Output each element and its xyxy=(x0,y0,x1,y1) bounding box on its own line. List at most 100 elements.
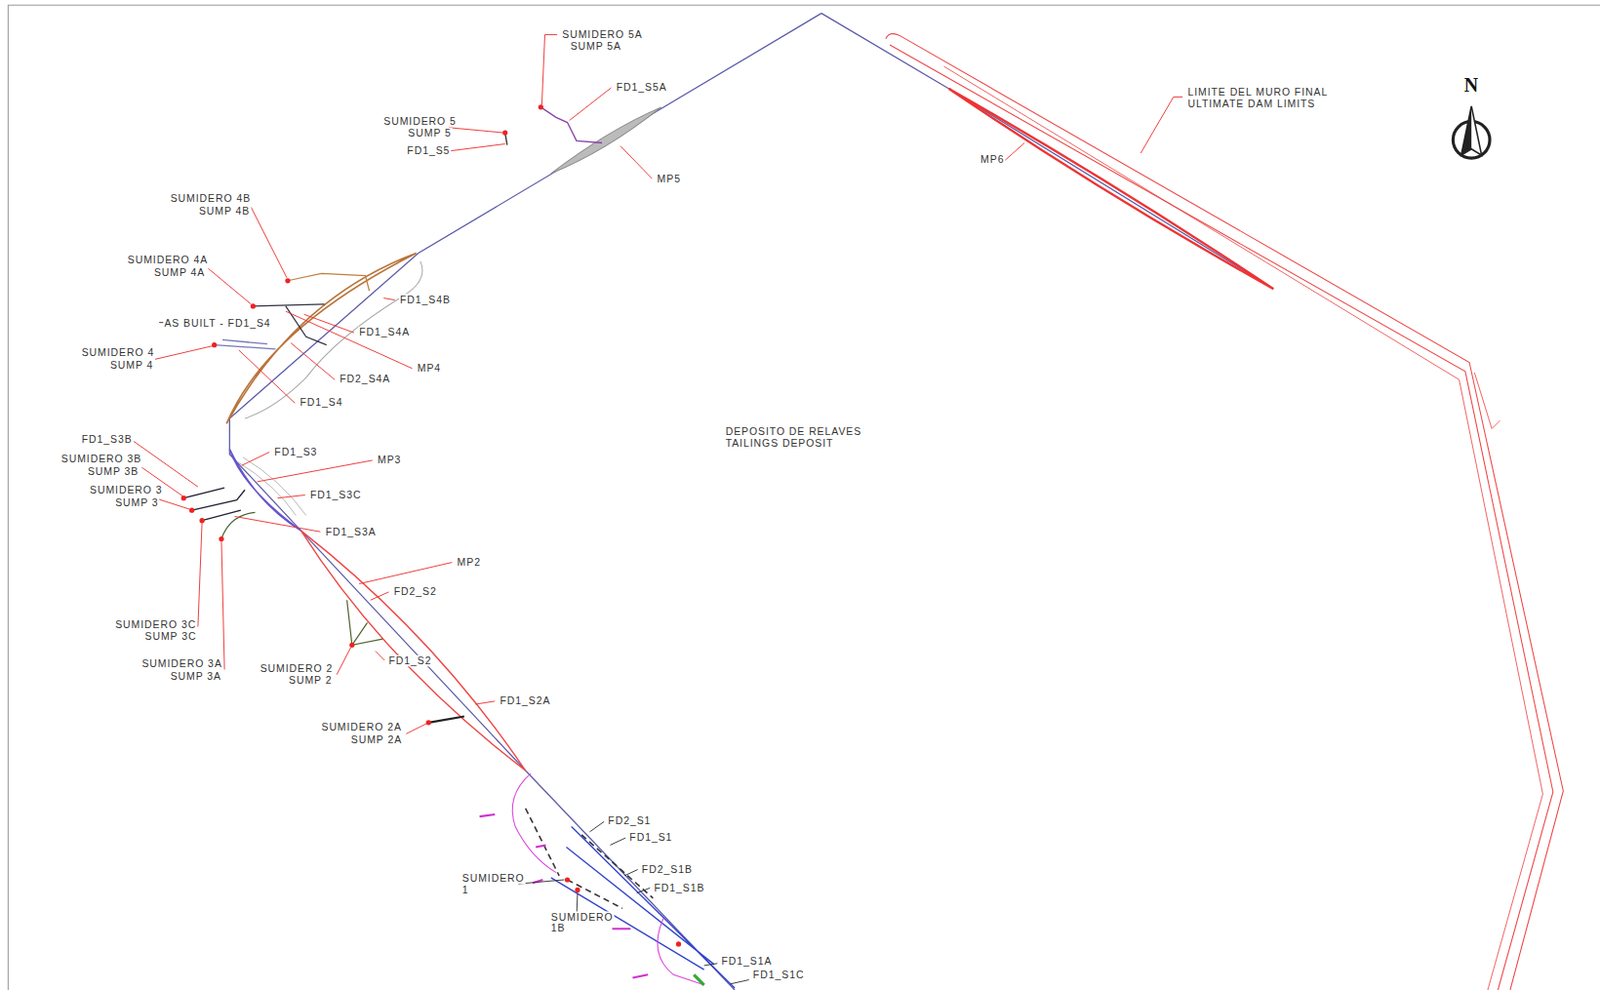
map-label: SUMIDERO 3 xyxy=(88,484,164,497)
sump-point xyxy=(676,941,681,947)
map-label: SUMP 4A xyxy=(153,266,206,279)
map-label: SUMIDERO 4B xyxy=(169,193,253,205)
leader-line xyxy=(250,206,287,278)
leader-line xyxy=(475,701,495,705)
map-label: SUMIDERO 2A xyxy=(320,721,403,734)
leader-lines xyxy=(159,322,750,985)
map-label: DEPOSITO DE RELAVES xyxy=(724,425,864,438)
leader-line xyxy=(1140,96,1183,154)
mp5-zone xyxy=(551,107,662,174)
map-label: FD1_S3C xyxy=(309,488,363,501)
leader-line xyxy=(590,821,605,832)
map-label: SUMIDERO xyxy=(461,873,526,885)
map-label: AS BUILT - FD1_S4 xyxy=(162,317,272,329)
map-label: MP6 xyxy=(979,154,1005,166)
leader-line xyxy=(620,146,652,179)
map-label: 1 xyxy=(461,883,471,896)
sump-point xyxy=(211,342,217,348)
map-label: SUMIDERO 3A xyxy=(140,658,224,671)
leader-line xyxy=(405,723,427,734)
sump-point xyxy=(218,536,224,542)
map-label: SUMP 2 xyxy=(287,675,333,687)
map-label: MP2 xyxy=(456,556,482,568)
mp4-outline xyxy=(244,261,423,419)
map-label: MP3 xyxy=(376,454,402,467)
map-label: FD1_S1B xyxy=(652,881,706,894)
leader-line xyxy=(239,350,296,403)
sump-symbol xyxy=(693,974,704,985)
drain-line xyxy=(525,808,654,910)
map-label: SUMIDERO xyxy=(550,911,615,923)
map-label: SUMP 3C xyxy=(143,631,198,643)
leader-line xyxy=(155,346,213,360)
mp4-zone xyxy=(226,253,417,425)
leader-line xyxy=(541,35,558,106)
drain-line xyxy=(347,600,384,645)
leader-line xyxy=(241,452,270,467)
leader-line xyxy=(383,298,396,301)
map-label: SUMIDERO 3B xyxy=(60,453,144,466)
map-label: FD1_S1 xyxy=(628,832,674,844)
map-label: FD2_S2 xyxy=(393,586,439,599)
mp3-outline xyxy=(237,457,307,517)
dam-limit-line xyxy=(885,34,1563,990)
map-label: MP4 xyxy=(416,361,442,374)
drain-line xyxy=(287,273,370,291)
leader-line xyxy=(207,268,251,305)
map-label: SUMP 3 xyxy=(114,497,160,510)
leader-line xyxy=(730,980,750,985)
sump-point xyxy=(426,720,432,725)
map-label: FD1_S3 xyxy=(273,445,319,458)
dam-limit-line xyxy=(889,44,1554,990)
north-label: N xyxy=(1463,75,1480,96)
leader-line xyxy=(609,838,626,845)
dam-crest xyxy=(821,13,1274,290)
leader-line xyxy=(637,887,651,893)
map-label: FD1_S3B xyxy=(80,434,134,446)
sump-point xyxy=(199,518,204,523)
mp6-zone xyxy=(949,88,1275,289)
north-arrow xyxy=(1452,106,1490,159)
mp3-zone xyxy=(229,448,301,531)
sump-point xyxy=(574,887,580,893)
map-label: SUMIDERO 5A xyxy=(560,28,644,40)
leader-line xyxy=(235,516,321,532)
leader-line xyxy=(448,127,503,133)
leader-line xyxy=(336,646,352,675)
map-label: SUMP 4 xyxy=(109,359,155,371)
map-label: SUMP 2A xyxy=(350,733,403,746)
map-label: FD2_S1B xyxy=(640,863,694,876)
map-label: FD1_S1C xyxy=(752,969,806,982)
leader-line xyxy=(624,870,639,877)
dam-limit-line xyxy=(943,66,1543,990)
sump-point xyxy=(564,877,570,882)
map-label: FD1_S4B xyxy=(399,293,452,306)
map-label: LIMITE DEL MURO FINAL xyxy=(1186,86,1329,99)
leader-line xyxy=(1004,142,1025,160)
map-label: MP5 xyxy=(656,173,682,186)
leader-line xyxy=(370,592,390,600)
leader-line xyxy=(158,499,190,510)
leader-line xyxy=(221,541,225,671)
map-label: FD1_S4A xyxy=(358,326,411,339)
map-label: SUMP 3B xyxy=(86,465,140,478)
map-label: FD1_S5 xyxy=(405,145,451,158)
sump-points xyxy=(181,104,681,947)
map-label: FD1_S4 xyxy=(298,397,344,409)
leader-line xyxy=(359,562,452,585)
sump-point xyxy=(502,129,508,135)
map-label: FD1_S2 xyxy=(387,655,433,668)
leader-line xyxy=(285,311,413,369)
sump-point xyxy=(538,104,544,110)
leader-line xyxy=(448,144,506,152)
dam-limit-line xyxy=(1474,372,1500,430)
map-label: FD1_S1A xyxy=(720,955,773,967)
map-label: SUMIDERO 4 xyxy=(80,347,157,360)
map-label: FD1_S5A xyxy=(615,81,669,94)
drain-line xyxy=(221,512,256,539)
north-needle xyxy=(1461,106,1482,156)
leader-line xyxy=(290,343,335,381)
map-label: SUMIDERO 2 xyxy=(259,662,335,675)
